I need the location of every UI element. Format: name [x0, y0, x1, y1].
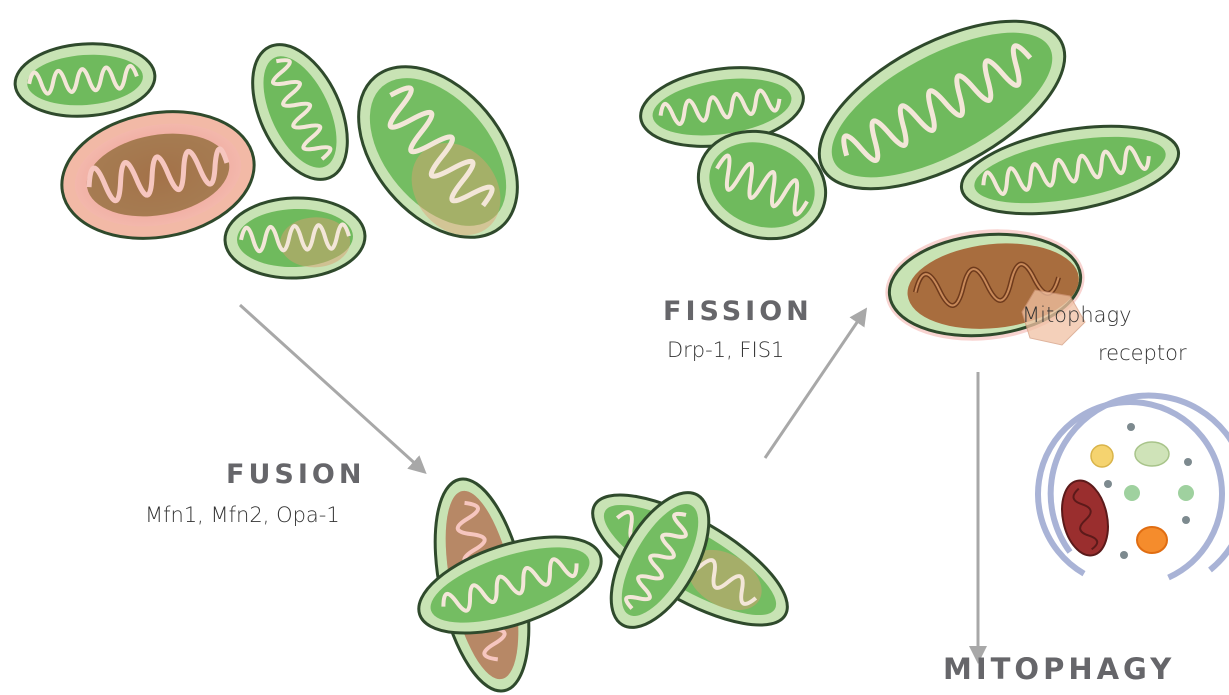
fission-proteins: Drp-1, FIS1 [667, 338, 784, 362]
mitochondria-cluster-left [13, 30, 550, 281]
fused-mitochondria [407, 470, 805, 695]
mitochondria-cluster-right [636, 0, 1186, 256]
mitophagy-label: MITOPHAGY [943, 652, 1175, 686]
arrow-to-fission [765, 315, 862, 458]
mitochondrion-icon [224, 196, 367, 281]
mitophagy-receptor-label-line2: receptor [1098, 341, 1187, 365]
fission-label: FISSION [663, 296, 813, 327]
fusion-label: FUSION [226, 459, 365, 490]
arrow-to-fusion [240, 305, 420, 468]
mitophagy-receptor-label-line1: Mitophagy [1022, 303, 1132, 327]
lysosome-icon [1004, 368, 1229, 619]
fusion-proteins: Mfn1, Mfn2, Opa-1 [145, 503, 340, 527]
mitochondrion-icon [13, 39, 158, 121]
